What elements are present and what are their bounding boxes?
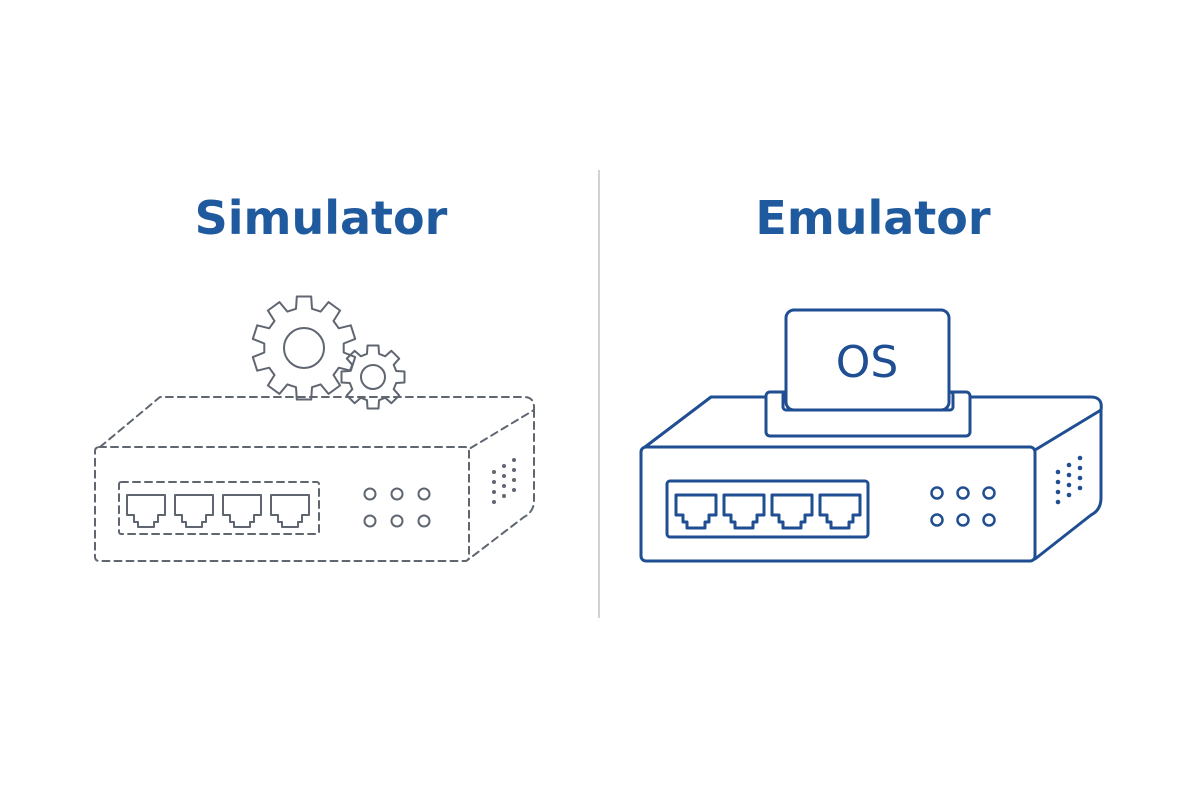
simulator-top-face [99,396,536,450]
simulator-ethernet-port-icon [126,494,166,528]
os-module [764,308,972,438]
emulator-port-panel [665,479,870,539]
simulator-ethernet-port-icon [174,494,214,528]
emulator-ethernet-port-icon [674,493,718,530]
simulator-ethernet-port-icon [270,494,310,528]
simulator-led-icon [417,514,431,528]
large-gear-hub [283,327,325,369]
simulator-port-panel [118,481,320,535]
large-gear-icon [251,295,357,401]
simulator-led-icon [390,514,404,528]
emulator-title: Emulator [755,191,991,245]
simulator-ports [126,494,310,528]
emulator-led-icon [982,486,996,500]
emulator-ethernet-port-icon [770,493,814,530]
emulator-led-icon [982,513,996,527]
emulator-ports [674,493,862,530]
simulator-led-icon [363,514,377,528]
small-gear-hub [360,364,386,390]
emulator-led-icon [956,513,970,527]
simulator-led-icon [363,487,377,501]
simulator-led-icon [417,487,431,501]
simulator-vent-icon [492,458,516,504]
os-card [784,308,951,412]
emulator-ethernet-port-icon [818,493,862,530]
emulator-led-icon [930,513,944,527]
simulator-device [94,396,536,562]
simulator-led-icon [390,487,404,501]
simulator-status-leds [363,487,431,528]
os-label: OS [836,337,899,388]
emulator-led-icon [956,486,970,500]
simulator-front-face [94,446,470,562]
emulator-led-icon [930,486,944,500]
emulator-front-face [639,445,1037,563]
gear-icon [251,295,406,410]
emulator-status-leds [930,486,996,527]
emulator-ethernet-port-icon [722,493,766,530]
emulator-vent-icon [1055,455,1083,505]
simulator-side-face [468,409,535,560]
small-gear-icon [340,344,406,410]
simulator-title: Simulator [195,191,448,245]
emulator-device [639,395,1103,563]
simulator-ethernet-port-icon [222,494,262,528]
emulator-side-face [1033,408,1103,561]
